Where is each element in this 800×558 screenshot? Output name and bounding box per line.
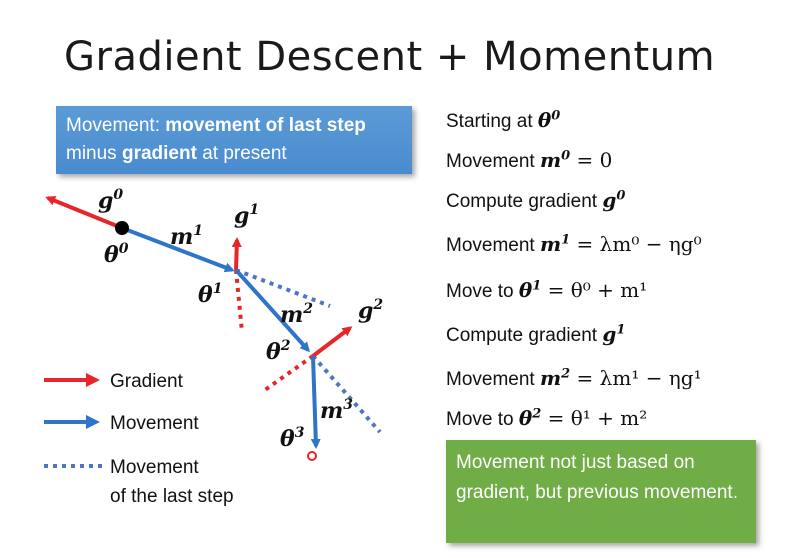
box-text-3: at present xyxy=(196,143,287,164)
label-g2: g2 xyxy=(358,297,383,324)
theta3-point xyxy=(307,451,317,461)
last-step-dashed-1 xyxy=(235,268,331,308)
slide-title: Gradient Descent + Momentum xyxy=(64,34,716,80)
legend-movement-label: Movement xyxy=(110,413,199,434)
label-g1: g1 xyxy=(234,202,259,229)
box-bold-1: movement of last step xyxy=(165,115,366,136)
step-move-theta2: Move to θ2 = θ¹ + m² xyxy=(446,406,648,430)
box-text-1: Movement: xyxy=(66,115,166,136)
box-text-2: minus xyxy=(66,143,122,164)
step-compute-g1: Compute gradient g1 xyxy=(446,322,626,346)
label-m3: m3 xyxy=(320,397,353,424)
step-movement-0: Movement m0 = 0 xyxy=(446,148,613,172)
neg-gradient-dotted-2 xyxy=(260,354,315,394)
steps-list: Starting at θ0 Movement m0 = 0 Compute g… xyxy=(446,0,786,440)
step-movement-2: Movement m2 = λm¹ − ηg¹ xyxy=(446,366,702,390)
step-starting: Starting at θ0 xyxy=(446,108,561,132)
label-theta0: θ0 xyxy=(104,241,129,268)
gradient-g1-arrow xyxy=(231,237,242,271)
legend-gradient-label: Gradient xyxy=(110,371,184,392)
label-m2: m2 xyxy=(280,301,313,328)
theta0-point xyxy=(115,221,129,235)
movement-m1-arrow xyxy=(121,226,235,273)
step-movement-1: Movement m1 = λm⁰ − ηg⁰ xyxy=(446,232,702,256)
box-bold-2: gradient xyxy=(121,143,197,164)
label-m1: m1 xyxy=(170,223,203,250)
movement-m3-arrow xyxy=(310,355,321,449)
neg-gradient-dotted-1 xyxy=(234,269,244,333)
step-compute-g0: Compute gradient g0 xyxy=(446,188,626,212)
movement-m2-arrow xyxy=(234,268,311,353)
legend-last-step-label-1: Movement xyxy=(110,457,199,478)
legend-last-step-label-2: of the last step xyxy=(110,486,234,507)
label-g0: g0 xyxy=(98,187,123,214)
step-move-theta1: Move to θ1 = θ⁰ + m¹ xyxy=(446,278,648,302)
label-theta3: θ3 xyxy=(280,425,305,452)
gradient-g0-arrow xyxy=(45,195,123,230)
conclusion-box: Movement not just based on gradient, but… xyxy=(446,440,756,543)
last-step-dashed-2 xyxy=(311,354,382,434)
label-theta2: θ2 xyxy=(266,338,291,365)
label-theta1: θ1 xyxy=(198,281,222,308)
movement-definition-box: Movement: movement of last step minus gr… xyxy=(56,106,412,174)
gradient-g2-arrow xyxy=(311,326,353,358)
